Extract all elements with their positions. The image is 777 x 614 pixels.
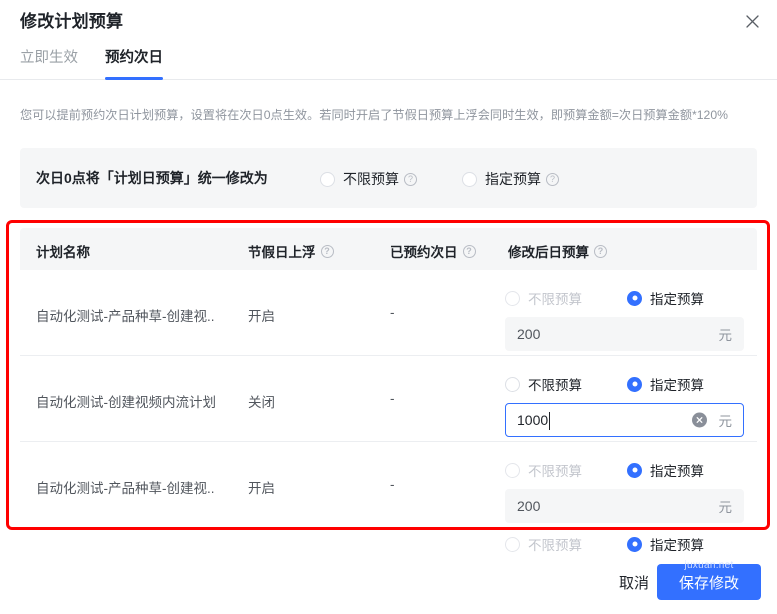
watermark: juxuan.net <box>684 560 734 571</box>
cell-plan-name: 自动化测试-产品种草-创建视.. <box>36 309 215 324</box>
radio-circle-unlimited[interactable] <box>505 376 520 392</box>
budget-amount-value: 200 <box>517 326 541 342</box>
row-radio-unlimited-label: 不限预算 <box>528 464 582 479</box>
budget-amount-value: 1000 <box>517 412 549 428</box>
radio-circle-specified[interactable] <box>627 462 642 478</box>
cell-holiday-boost: 开启 <box>248 309 275 324</box>
table-row: 自动化测试-产品种草-创建视.. 开启 - 不限预算 指定预算 200 元 <box>20 442 757 528</box>
radio-circle-specified[interactable] <box>627 290 642 306</box>
text-cursor <box>549 412 551 430</box>
radio-circle-specified[interactable] <box>462 171 477 187</box>
cell-new-daily-budget: 不限预算 指定预算 1000 元 <box>505 374 745 437</box>
cancel-button[interactable]: 取消 <box>618 575 649 592</box>
radio-circle-unlimited[interactable] <box>505 462 520 478</box>
save-button-label: 保存修改 <box>678 574 739 592</box>
budget-amount-unit: 元 <box>718 414 733 429</box>
bulk-edit-banner: 次日0点将「计划日预算」统一修改为 不限预算 ? 指定预算 ? <box>20 148 757 208</box>
row-radio-unlimited[interactable]: 不限预算 <box>505 288 627 308</box>
budget-amount-input[interactable]: 200 元 <box>505 317 744 351</box>
budget-amount-unit: 元 <box>718 328 733 343</box>
plan-budget-table: 计划名称 节假日上浮 ? 已预约次日 ? 修改后日预算 ? 自动化测试-产品种草… <box>20 228 757 528</box>
tab-next-day[interactable]: 预约次日 <box>105 50 163 66</box>
help-icon-holiday-boost[interactable]: ? <box>320 244 334 258</box>
dialog-title: 修改计划预算 <box>20 12 124 31</box>
table-header-row: 计划名称 节假日上浮 ? 已预约次日 ? 修改后日预算 ? <box>20 228 757 270</box>
cell-new-daily-budget-partial: 不限预算 指定预算 <box>505 534 745 554</box>
radio-circle-specified[interactable] <box>627 536 642 552</box>
row-radio-specified[interactable]: 指定预算 <box>627 534 704 554</box>
help-icon-booked-next-day[interactable]: ? <box>462 244 476 258</box>
row-radio-unlimited-label: 不限预算 <box>528 538 582 553</box>
save-button[interactable]: 保存修改 juxuan.net <box>657 560 761 600</box>
help-icon-new-daily-budget[interactable]: ? <box>594 244 607 258</box>
cell-new-daily-budget: 不限预算 指定预算 200 元 <box>505 288 745 351</box>
close-button[interactable] <box>739 8 765 34</box>
row-radio-specified-label: 指定预算 <box>650 378 704 393</box>
row-radio-specified-label: 指定预算 <box>650 464 704 479</box>
row-radio-unlimited[interactable]: 不限预算 <box>505 460 627 480</box>
row-radio-specified-label: 指定预算 <box>650 538 704 553</box>
row-radio-specified-label: 指定预算 <box>650 292 704 307</box>
cell-new-daily-budget: 不限预算 指定预算 200 元 <box>505 460 745 523</box>
dialog-footer: 取消 保存修改 juxuan.net <box>0 556 777 614</box>
radio-circle-specified[interactable] <box>627 376 642 392</box>
cell-plan-name: 自动化测试-创建视频内流计划 <box>36 395 216 410</box>
column-header-plan-name-label: 计划名称 <box>36 245 90 260</box>
budget-amount-input[interactable]: 1000 元 <box>505 403 744 437</box>
budget-amount-value: 200 <box>517 498 541 514</box>
cell-booked-next-day: - <box>390 391 395 406</box>
cell-booked-next-day: - <box>390 477 395 492</box>
cell-holiday-boost: 关闭 <box>248 395 275 410</box>
budget-amount-input[interactable]: 200 元 <box>505 489 744 523</box>
row-radio-specified[interactable]: 指定预算 <box>627 460 704 480</box>
bulk-radio-specified[interactable]: 指定预算 ? <box>462 169 559 189</box>
row-radio-unlimited-label: 不限预算 <box>528 292 582 307</box>
row-radio-specified[interactable]: 指定预算 <box>627 288 704 308</box>
help-icon-unlimited[interactable]: ? <box>404 172 417 186</box>
column-header-new-daily-budget: 修改后日预算 ? <box>508 241 607 261</box>
bulk-edit-label: 次日0点将「计划日预算」统一修改为 <box>36 170 268 186</box>
cell-booked-next-day: - <box>390 305 395 320</box>
row-radio-unlimited[interactable]: 不限预算 <box>505 374 627 394</box>
column-header-holiday-boost-label: 节假日上浮 <box>248 245 316 260</box>
help-icon-specified[interactable]: ? <box>546 172 559 186</box>
table-row: 自动化测试-创建视频内流计划 关闭 - 不限预算 指定预算 1000 <box>20 356 757 442</box>
tab-immediate[interactable]: 立即生效 <box>20 50 78 66</box>
radio-circle-unlimited[interactable] <box>505 536 520 552</box>
budget-amount-unit: 元 <box>718 500 733 515</box>
row-radio-unlimited[interactable]: 不限预算 <box>505 534 627 554</box>
cell-plan-name: 自动化测试-产品种草-创建视.. <box>36 481 215 496</box>
bulk-radio-specified-label: 指定预算 <box>485 171 541 187</box>
row-radio-specified[interactable]: 指定预算 <box>627 374 704 394</box>
column-header-booked-next-day: 已预约次日 ? <box>390 241 476 261</box>
column-header-new-daily-budget-label: 修改后日预算 <box>508 245 589 260</box>
column-header-booked-next-day-label: 已预约次日 <box>390 245 458 260</box>
column-header-plan-name: 计划名称 <box>36 241 90 261</box>
column-header-holiday-boost: 节假日上浮 ? <box>248 241 334 261</box>
clear-icon[interactable] <box>692 412 707 428</box>
radio-circle-unlimited[interactable] <box>505 290 520 306</box>
description-text: 您可以提前预约次日计划预算，设置将在次日0点生效。若同时开启了节假日预算上浮会同… <box>20 108 728 122</box>
bulk-radio-unlimited-label: 不限预算 <box>343 171 399 187</box>
bulk-radio-unlimited[interactable]: 不限预算 ? <box>320 169 417 189</box>
close-icon <box>745 14 760 29</box>
cell-holiday-boost: 开启 <box>248 481 275 496</box>
row-radio-unlimited-label: 不限预算 <box>528 378 582 393</box>
radio-circle-unlimited[interactable] <box>320 171 335 187</box>
tab-active-indicator <box>105 77 163 80</box>
table-row: 自动化测试-产品种草-创建视.. 开启 - 不限预算 指定预算 200 元 <box>20 270 757 356</box>
tab-bar: 立即生效 预约次日 <box>0 44 777 80</box>
table-row-partial: 不限预算 指定预算 <box>20 534 757 556</box>
